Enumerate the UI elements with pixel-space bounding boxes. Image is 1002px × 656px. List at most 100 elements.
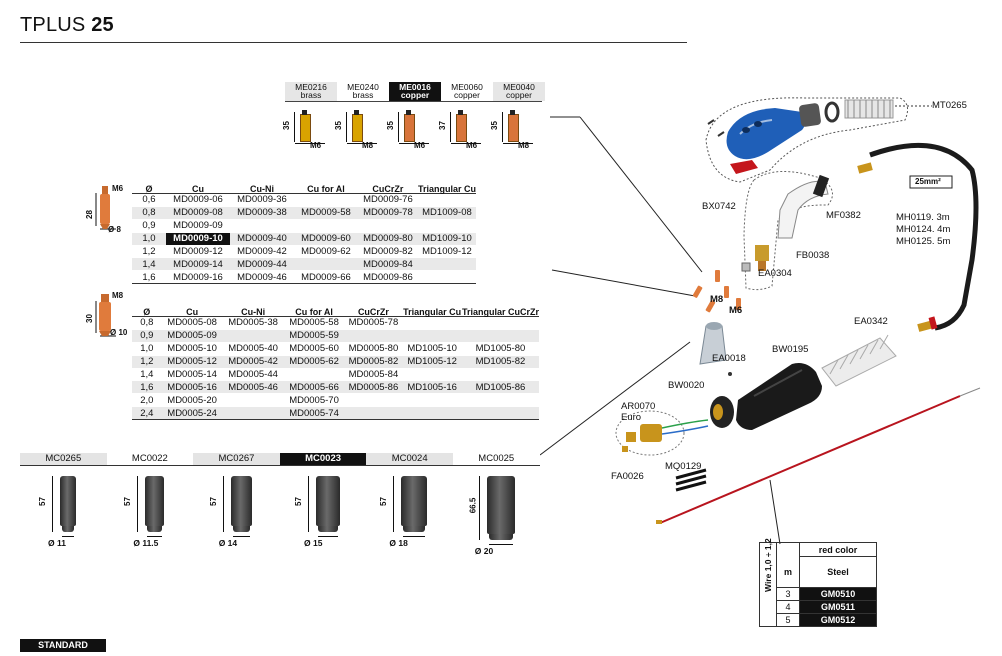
- part-fb0038-label: FB0038: [796, 250, 830, 261]
- part-code-cell: MD0005-38: [222, 316, 284, 330]
- electrode-holder-length: 35: [281, 121, 291, 130]
- wire-side-label: Wire 1,0 ÷ 1,2: [763, 538, 773, 593]
- electrode-holder-thread: M6: [310, 141, 322, 150]
- nozzle-code: MC0024: [366, 453, 453, 465]
- tip-m8-diameter: Ø 10: [110, 328, 128, 337]
- nozzle-diameter: Ø 11: [48, 538, 66, 548]
- part-code-cell: MD0005-14: [161, 368, 223, 382]
- nozzle-length: 57: [208, 497, 218, 506]
- part-code-cell: MD1005-10: [402, 342, 462, 356]
- wire-code: GM0512: [799, 612, 877, 627]
- nozzle-tip-icon: [232, 526, 250, 532]
- nozzle-body-icon: [60, 476, 76, 526]
- wire-diameter-cell: 1,2: [132, 355, 162, 369]
- part-code-cell: [222, 393, 284, 408]
- nozzle-code: MC0022: [131, 453, 168, 464]
- electrode-holder-thread: M8: [518, 141, 530, 150]
- wire-diameter-cell: 1,0: [132, 342, 162, 356]
- part-code-cell: [357, 219, 418, 233]
- part-mh0119-label: MH0119. 3m: [896, 212, 950, 223]
- electrode-holder-length: 35: [333, 121, 343, 130]
- nozzle-length: 66.5: [468, 497, 478, 514]
- nozzle-length: 57: [294, 497, 303, 506]
- column-header: Cu: [161, 294, 223, 317]
- part-code-cell: MD0005-16: [161, 380, 223, 395]
- nozzle-tip-icon: [147, 526, 162, 532]
- electrode-holder-thread-icon: [458, 110, 463, 115]
- part-code-cell: MD1005-82: [461, 355, 539, 369]
- part-code-cell: MD0005-44: [222, 368, 284, 382]
- wire-length: 4: [776, 599, 800, 614]
- wire-corner-cell: [776, 542, 800, 557]
- column-header: Ø: [132, 294, 162, 317]
- handle-blue-icon: [726, 108, 806, 160]
- part-code-cell: MD0005-62: [283, 355, 345, 369]
- part-code-cell: MD0009-84: [357, 257, 418, 272]
- tip-m8-thread: M8: [112, 291, 124, 300]
- torch-exploded-drawing: [540, 97, 981, 545]
- wire-diameter-cell: 1,6: [132, 270, 166, 285]
- dimension-line: [294, 112, 295, 142]
- part-code-cell: MD0009-76: [357, 193, 418, 207]
- wire-diameter-cell: 1,0: [132, 232, 166, 246]
- dimension-line: [137, 476, 139, 532]
- gas-pipe-icon: [675, 468, 707, 480]
- part-code-cell: [283, 368, 345, 382]
- part-code-cell: MD0005-08: [161, 316, 223, 330]
- part-code-cell: MD1009-08: [417, 206, 476, 220]
- wire-diameter-cell: 0,9: [132, 329, 162, 343]
- electrode-holder-length: 35: [385, 121, 395, 130]
- part-code-cell: [293, 257, 358, 272]
- electrode-holder-body-icon: [300, 114, 311, 142]
- electrode-holder-thread-icon: [302, 110, 307, 115]
- electrode-holder-material: brass: [352, 90, 374, 100]
- part-mt0265-label: MT0265: [932, 100, 967, 111]
- page-title: TPLUS 25: [20, 14, 114, 36]
- dimension-line: [318, 536, 338, 537]
- electrode-holder-thread: M8: [362, 141, 374, 150]
- part-code-cell: MD0005-80: [344, 342, 403, 356]
- leader-line: [579, 116, 703, 273]
- electrode-holder-thread-icon: [510, 110, 515, 115]
- electrode-holder-code: ME0016: [399, 82, 431, 92]
- tip-m6-thread: M6: [112, 184, 124, 193]
- wire-code: GM0510: [799, 586, 877, 601]
- electrode-holder-material: brass: [300, 90, 322, 100]
- dimension-line: [308, 476, 310, 532]
- part-bw0195-label: BW0195: [772, 344, 809, 355]
- electrode-holder-body-icon: [508, 114, 519, 142]
- column-header: Triangular Cu: [402, 294, 462, 317]
- wire-diameter-cell: 2,4: [132, 406, 162, 421]
- part-code-cell: [344, 406, 403, 421]
- part-code-cell: [417, 219, 476, 233]
- nozzle-tip-icon: [488, 534, 514, 540]
- dimension-line: [295, 143, 325, 144]
- electrode-holder-body-icon: [352, 114, 363, 142]
- part-code-cell: MD0005-60: [283, 342, 345, 356]
- part-code-cell: MD0009-09: [165, 219, 230, 233]
- part-code-cell: [222, 406, 284, 421]
- part-mh0124-label: MH0124. 4m: [896, 224, 951, 235]
- contact-tips-icon: [692, 270, 741, 313]
- part-code-cell: [461, 368, 539, 382]
- part-code-cell: MD0005-10: [161, 342, 223, 356]
- part-code-cell: [417, 193, 476, 207]
- wire-diameter-cell: 0,9: [132, 219, 166, 233]
- part-code-cell: MD0009-10: [165, 232, 230, 246]
- part-code-cell: [417, 270, 476, 285]
- part-code-cell: [344, 393, 403, 408]
